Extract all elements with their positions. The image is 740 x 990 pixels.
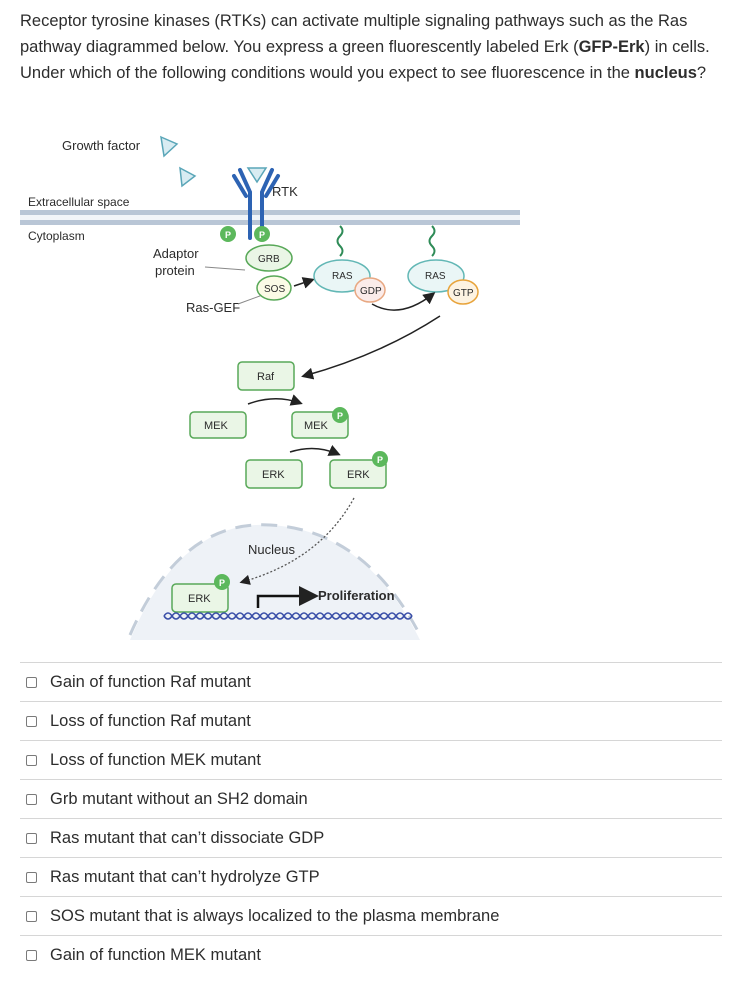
raf-to-mek-arrow: [247, 394, 303, 406]
nucleus-envelope: [128, 523, 422, 636]
question-bold-gfp-erk: GFP-Erk: [578, 38, 645, 56]
nucleus-label: Nucleus: [248, 542, 295, 557]
gdp-label: GDP: [360, 286, 382, 297]
answer-option[interactable]: Gain of function MEK mutant: [20, 935, 722, 974]
phospho-label: P: [337, 411, 343, 421]
ras-to-raf-arrow: [301, 315, 441, 380]
ras-gef-label: Ras-GEF: [186, 300, 240, 315]
gtp-label: GTP: [453, 288, 474, 299]
transcription-start-arrow: [256, 586, 319, 608]
dna-strand-icon: [163, 612, 413, 620]
phospho-label: P: [225, 230, 231, 240]
mek-to-erk-arrow: [289, 444, 341, 456]
extracellular-space-label: Extracellular space: [28, 195, 130, 209]
ras-anchor-icon: [428, 225, 436, 257]
mek-inactive-protein: [189, 411, 247, 439]
erk-label: ERK: [347, 469, 370, 481]
question-bold-nucleus: nucleus: [634, 64, 697, 82]
ras-label: RAS: [425, 271, 446, 282]
answer-option[interactable]: Gain of function Raf mutant: [20, 662, 722, 701]
mek-label: MEK: [304, 420, 329, 432]
answer-option-label: SOS mutant that is always localized to t…: [50, 906, 500, 925]
diagram-svg: Growth factor Extracellular space Cytopl…: [20, 135, 520, 640]
raf-label: Raf: [257, 371, 275, 383]
question-text: Receptor tyrosine kinases (RTKs) can act…: [20, 8, 720, 86]
sos-to-ras-arrow: [293, 277, 315, 289]
grb-label: GRB: [258, 254, 280, 265]
erk-inactive-protein: [245, 459, 303, 489]
answer-option-label: Grb mutant without an SH2 domain: [50, 789, 308, 808]
answer-option-label: Ras mutant that can’t hydrolyze GTP: [50, 867, 320, 886]
ras-anchor-icon: [336, 225, 344, 257]
growth-factor-icon: [160, 135, 179, 158]
erk-active-protein: [329, 459, 387, 489]
gtp-badge: [447, 279, 479, 305]
gdp-to-gtp-arrow: [371, 292, 436, 311]
plasma-membrane-inner: [20, 220, 520, 225]
adaptor-protein-label-2: protein: [155, 263, 195, 278]
checkbox[interactable]: [26, 910, 37, 922]
phospho-badge: [372, 451, 388, 467]
erk-nuclear-protein: [171, 583, 229, 613]
answer-option[interactable]: Grb mutant without an SH2 domain: [20, 779, 722, 818]
answer-option[interactable]: Loss of function Raf mutant: [20, 701, 722, 740]
rtk-label: RTK: [272, 184, 298, 199]
checkbox[interactable]: [26, 832, 37, 844]
sos-label: SOS: [264, 284, 285, 295]
plasma-membrane-outer: [20, 210, 520, 215]
erk-label: ERK: [188, 593, 211, 605]
answer-option-label: Ras mutant that can’t dissociate GDP: [50, 828, 325, 847]
ras-pathway-diagram: Growth factor Extracellular space Cytopl…: [20, 130, 525, 640]
growth-factor-icon: [179, 166, 197, 188]
ras-gtp-protein: [407, 259, 465, 293]
checkbox[interactable]: [26, 676, 37, 688]
erk-label: ERK: [262, 469, 285, 481]
rtk-receptor-icon: [232, 168, 280, 240]
answer-option[interactable]: SOS mutant that is always localized to t…: [20, 896, 722, 935]
checkbox[interactable]: [26, 949, 37, 961]
question-part-1: Receptor tyrosine kinases (RTKs) can act…: [20, 12, 688, 56]
phospho-label: P: [219, 578, 225, 588]
answer-option-label: Loss of function Raf mutant: [50, 711, 251, 730]
adaptor-protein-label-1: Adaptor: [153, 246, 199, 261]
phospho-label: P: [259, 230, 265, 240]
phospho-label: P: [377, 455, 383, 465]
checkbox[interactable]: [26, 754, 37, 766]
answer-option-label: Loss of function MEK mutant: [50, 750, 261, 769]
phospho-badge: [220, 226, 236, 242]
growth-factor-label: Growth factor: [62, 138, 141, 153]
answer-option-label: Gain of function MEK mutant: [50, 945, 261, 964]
phospho-badge: [254, 226, 270, 242]
bound-growth-factor-icon: [246, 167, 268, 184]
gdp-badge: [354, 277, 386, 303]
question-part-2: ) in cells. Under which of the following…: [20, 38, 710, 82]
checkbox[interactable]: [26, 871, 37, 883]
ras-label: RAS: [332, 271, 353, 282]
erk-translocation-arrow: [239, 497, 355, 585]
raf-protein: [237, 361, 295, 391]
answer-option[interactable]: Ras mutant that can’t dissociate GDP: [20, 818, 722, 857]
cytoplasm-label: Cytoplasm: [28, 229, 85, 243]
phospho-badge: [332, 407, 348, 423]
ras-gdp-protein: [313, 259, 371, 293]
answer-option[interactable]: Loss of function MEK mutant: [20, 740, 722, 779]
answer-options-list: Gain of function Raf mutant Loss of func…: [20, 662, 722, 974]
phospho-badge: [214, 574, 230, 590]
answer-option[interactable]: Ras mutant that can’t hydrolyze GTP: [20, 857, 722, 896]
proliferation-label: Proliferation: [318, 588, 395, 603]
checkbox[interactable]: [26, 793, 37, 805]
mek-label: MEK: [204, 420, 229, 432]
grb-protein: [245, 244, 293, 272]
question-part-3: ?: [696, 64, 707, 82]
checkbox[interactable]: [26, 715, 37, 727]
answer-option-label: Gain of function Raf mutant: [50, 672, 251, 691]
sos-protein: [256, 275, 292, 301]
